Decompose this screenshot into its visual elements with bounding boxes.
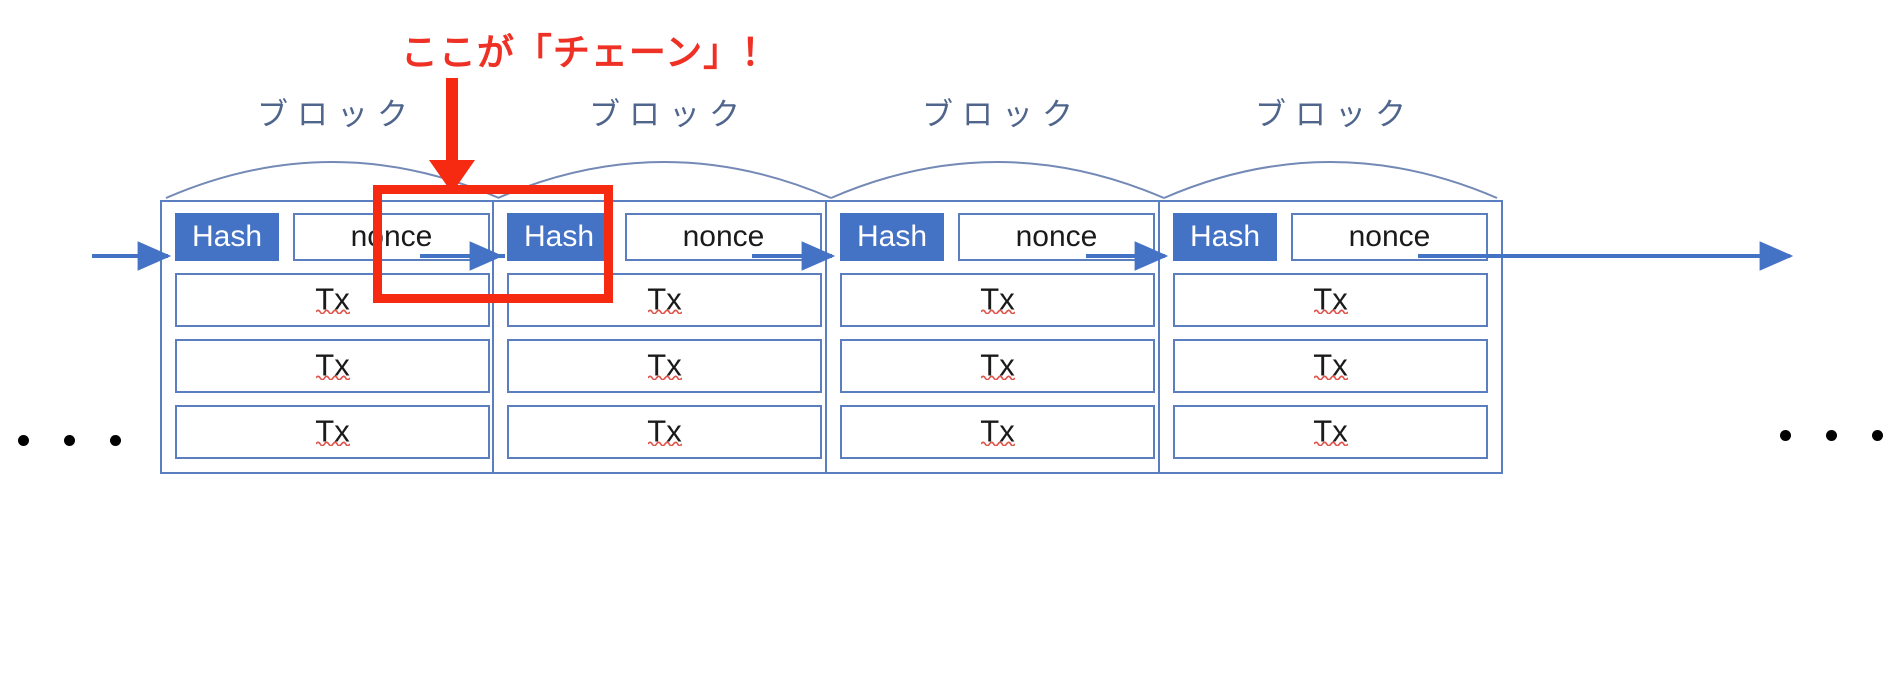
block-4-hash-box: Hash	[1173, 213, 1277, 261]
spellcheck-squiggle-icon	[1313, 375, 1348, 380]
ellipsis-dot	[1826, 430, 1837, 441]
block-3-label: ブロック	[922, 97, 1082, 133]
block-1-tx-row-2: Tx	[175, 339, 490, 393]
block-4-nonce-box: nonce	[1291, 213, 1488, 261]
chain-highlight-rectangle	[373, 185, 613, 303]
block-1-label: ブロック	[257, 97, 417, 133]
block-1-header-row: Hash nonce	[175, 213, 490, 261]
spellcheck-squiggle-icon	[315, 375, 350, 380]
spellcheck-squiggle-icon	[980, 441, 1015, 446]
spellcheck-squiggle-icon	[1313, 441, 1348, 446]
spellcheck-squiggle-icon	[647, 441, 682, 446]
spellcheck-squiggle-icon	[1313, 309, 1348, 314]
block-2: ブロック Hash nonce Tx Tx Tx	[492, 92, 837, 474]
block-2-label: ブロック	[589, 97, 749, 133]
block-4-tx-row-3: Tx	[1173, 405, 1488, 459]
block-3-tx-row-1: Tx	[840, 273, 1155, 327]
block-3-header-row: Hash nonce	[840, 213, 1155, 261]
block-4-body: Hash nonce Tx Tx Tx	[1158, 200, 1503, 474]
block-4-tx-row-2: Tx	[1173, 339, 1488, 393]
ellipsis-dot	[1780, 430, 1791, 441]
ellipsis-dot	[18, 435, 29, 446]
block-4-arc	[1158, 138, 1503, 200]
spellcheck-squiggle-icon	[980, 309, 1015, 314]
block-2-tx-row-3: Tx	[507, 405, 822, 459]
block-3-body: Hash nonce Tx Tx Tx	[825, 200, 1170, 474]
block-3: ブロック Hash nonce Tx Tx Tx	[825, 92, 1170, 474]
block-1-body: Hash nonce Tx Tx Tx	[160, 200, 505, 474]
ellipsis-dot	[1872, 430, 1883, 441]
block-4-tx-row-1: Tx	[1173, 273, 1488, 327]
block-1-tx-row-3: Tx	[175, 405, 490, 459]
spellcheck-squiggle-icon	[315, 309, 350, 314]
ellipsis-left	[18, 435, 121, 446]
block-2-nonce-box: nonce	[625, 213, 822, 261]
block-3-hash-box: Hash	[840, 213, 944, 261]
block-4-label: ブロック	[1255, 97, 1415, 133]
block-1-nonce-box: nonce	[293, 213, 490, 261]
block-2-header-row: Hash nonce	[507, 213, 822, 261]
block-3-tx-row-3: Tx	[840, 405, 1155, 459]
block-3-nonce-box: nonce	[958, 213, 1155, 261]
ellipsis-dot	[110, 435, 121, 446]
block-4: ブロック Hash nonce Tx Tx Tx	[1158, 92, 1503, 474]
block-2-body: Hash nonce Tx Tx Tx	[492, 200, 837, 474]
block-1-hash-box: Hash	[175, 213, 279, 261]
spellcheck-squiggle-icon	[647, 309, 682, 314]
ellipsis-dot	[64, 435, 75, 446]
block-1: ブロック Hash nonce Tx Tx Tx	[160, 92, 505, 474]
ellipsis-right	[1780, 430, 1883, 441]
block-3-arc	[825, 138, 1170, 200]
block-4-header-row: Hash nonce	[1173, 213, 1488, 261]
block-2-hash-box: Hash	[507, 213, 611, 261]
spellcheck-squiggle-icon	[315, 441, 350, 446]
spellcheck-squiggle-icon	[980, 375, 1015, 380]
block-3-tx-row-2: Tx	[840, 339, 1155, 393]
chain-annotation-label: ここが「チェーン」！	[400, 31, 780, 74]
block-2-tx-row-2: Tx	[507, 339, 822, 393]
block-2-arc	[492, 138, 837, 200]
spellcheck-squiggle-icon	[647, 375, 682, 380]
